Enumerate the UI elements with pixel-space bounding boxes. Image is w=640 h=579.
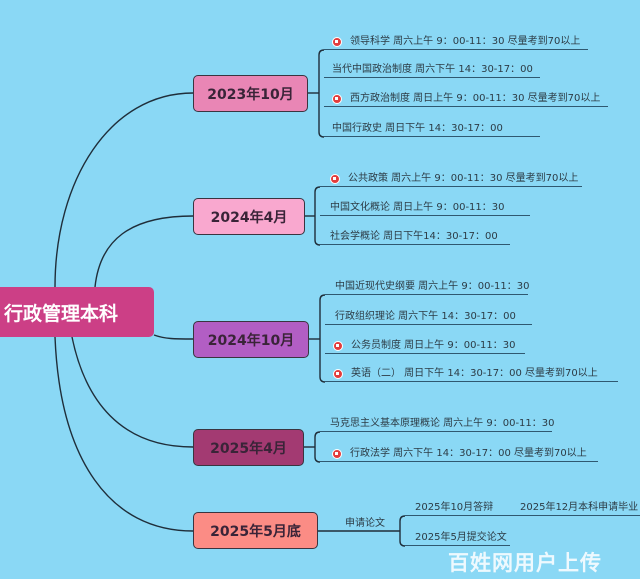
leaf-text: 当代中国政治制度 周六下午 14：30-17：00 (332, 64, 533, 75)
leaf-text: 英语（二） 周日下午 14：30-17：00 尽量考到70以上 (351, 368, 598, 379)
flag-icon (332, 94, 342, 104)
flag-icon (332, 37, 342, 47)
leaf-text: 行政法学 周六下午 14：30-17：00 尽量考到70以上 (350, 448, 587, 459)
leaf-text: 领导科学 周六上午 9：00-11：30 尽量考到70以上 (350, 36, 581, 47)
leaf-text: 行政组织理论 周六下午 14：30-17：00 (335, 311, 516, 322)
branch-2024-10[interactable]: 2024年10月 (193, 321, 309, 358)
leaf-text: 中国文化概论 周日上午 9：00-11：30 (330, 202, 505, 213)
root-node[interactable]: 行政管理本科 (0, 287, 154, 337)
branch-2025-4[interactable]: 2025年4月 (193, 429, 304, 466)
branch-2024-4[interactable]: 2024年4月 (193, 198, 305, 235)
leaf-text: 公务员制度 周日上午 9：00-11：30 (351, 340, 516, 351)
flag-icon (330, 174, 340, 184)
leaf-text-extra: 2025年12月本科申请毕业 (520, 502, 639, 513)
leaf-text: 马克思主义基本原理概论 周六上午 9：00-11：30 (330, 418, 555, 429)
leaf-item[interactable]: 当代中国政治制度 周六下午 14：30-17：00 (324, 63, 540, 78)
leaf-item[interactable]: 公共政策 周六上午 9：00-11：30 尽量考到70以上 (320, 172, 582, 187)
root-label: 行政管理本科 (4, 302, 119, 325)
leaf-item[interactable]: 中国近现代史纲要 周六上午 9：00-11：30 (325, 280, 530, 295)
leaf-text: 2025年10月答辩 (415, 502, 494, 513)
leaf-text: 2025年5月提交论文 (415, 532, 507, 543)
flag-icon (332, 449, 342, 459)
leaf-item[interactable]: 马克思主义基本原理概论 周六上午 9：00-11：30 (320, 417, 555, 432)
leaf-item[interactable]: 2025年5月提交论文 (405, 531, 510, 546)
leaf-item[interactable]: 2025年10月答辩 2025年12月本科申请毕业 (405, 501, 640, 516)
branch-label: 2024年10月 (207, 332, 295, 349)
leaf-item[interactable]: 行政法学 周六下午 14：30-17：00 尽量考到70以上 (320, 447, 598, 462)
branch-label: 2025年5月底 (210, 523, 301, 540)
leaf-item[interactable]: 领导科学 周六上午 9：00-11：30 尽量考到70以上 (324, 35, 588, 50)
leaf-item[interactable]: 中国行政史 周日下午 14：30-17：00 (324, 122, 540, 137)
leaf-item[interactable]: 中国文化概论 周日上午 9：00-11：30 (320, 201, 530, 216)
leaf-text: 西方政治制度 周日上午 9：00-11：30 尽量考到70以上 (350, 93, 601, 104)
flag-icon (333, 369, 343, 379)
branch-2023-10[interactable]: 2023年10月 (193, 75, 308, 112)
branch-2025-5[interactable]: 2025年5月底 (193, 512, 318, 549)
leaf-item[interactable]: 英语（二） 周日下午 14：30-17：00 尽量考到70以上 (325, 367, 618, 382)
watermark: 百姓网用户上传 (448, 551, 602, 575)
branch-label: 2024年4月 (210, 209, 288, 226)
leaf-text: 中国行政史 周日下午 14：30-17：00 (332, 123, 503, 134)
leaf-text: 社会学概论 周日下午14：30-17：00 (330, 231, 498, 242)
branch-label: 2025年4月 (210, 440, 287, 457)
leaf-text: 中国近现代史纲要 周六上午 9：00-11：30 (335, 281, 530, 292)
leaf-item[interactable]: 社会学概论 周日下午14：30-17：00 (320, 230, 510, 245)
leaf-text: 公共政策 周六上午 9：00-11：30 尽量考到70以上 (348, 173, 579, 184)
branch-label: 2023年10月 (207, 86, 294, 103)
leaf-item[interactable]: 行政组织理论 周六下午 14：30-17：00 (325, 310, 532, 325)
flag-icon (333, 341, 343, 351)
leaf-item[interactable]: 公务员制度 周日上午 9：00-11：30 (325, 339, 525, 354)
leaf-item[interactable]: 西方政治制度 周日上午 9：00-11：30 尽量考到70以上 (324, 92, 608, 107)
sub-topic-apply-thesis[interactable]: 申请论文 (345, 518, 385, 529)
